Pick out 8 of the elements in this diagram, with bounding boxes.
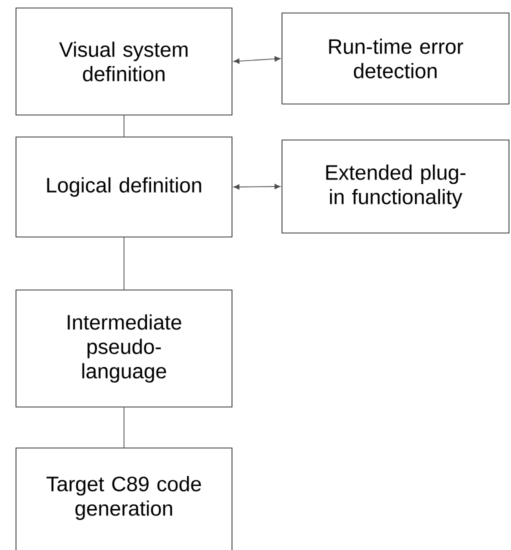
process-box: Extended plug-in functionality — [282, 140, 510, 234]
arrow — [233, 184, 281, 190]
process-box: Visual system definition — [16, 8, 232, 116]
process-box: Logical definition — [16, 136, 232, 238]
process-box: Target C89 code generation — [16, 448, 232, 550]
process-box: Intermediate pseudo-language — [16, 290, 232, 408]
arrow — [233, 56, 281, 64]
process-box: Run-time error detection — [282, 12, 510, 104]
